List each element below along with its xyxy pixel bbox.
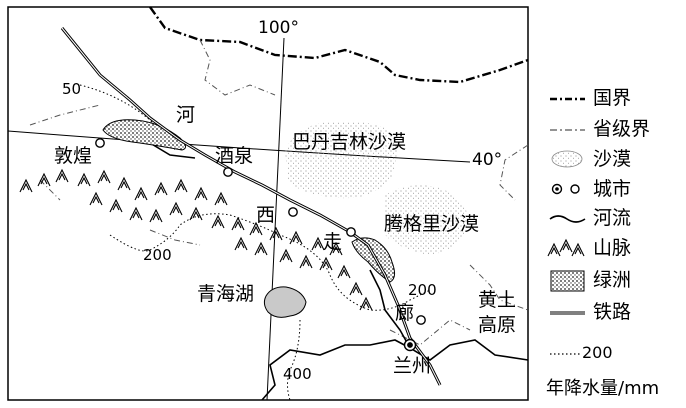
city-dunhuang (95, 138, 105, 148)
oasis-dunhuang (102, 119, 186, 151)
legend-label-railway: 铁路 (593, 301, 632, 323)
isohyet-400-label: 400 (283, 365, 312, 383)
city-zhangye (288, 207, 298, 217)
cities (95, 138, 426, 352)
national-border (149, 6, 529, 84)
badain-jaran-label: 巴丹吉林沙漠 (292, 131, 407, 153)
tengger-label: 腾格里沙漠 (384, 213, 480, 235)
legend-label-national-border: 国界 (593, 87, 632, 109)
legend-label-desert: 沙漠 (593, 148, 632, 170)
loess-plateau-label-1: 黄土 (478, 289, 517, 311)
legend-label-provincial-border: 省级界 (593, 118, 651, 140)
corridor-char-xi: 西 (256, 204, 276, 226)
loess-plateau-label-2: 高原 (478, 314, 517, 336)
isohyet-200-east-label: 200 (408, 281, 437, 299)
isohyet-200-west-label: 200 (143, 246, 172, 264)
parallel-40 (7, 130, 471, 163)
legend-label-river: 河流 (593, 207, 632, 229)
jiuquan-label: 酒泉 (215, 145, 254, 167)
longitude-100-label: 100° (258, 18, 299, 38)
corridor-char-he: 河 (176, 104, 196, 126)
corridor-char-lang: 廊 (395, 302, 415, 324)
legend-label-city: 城市 (593, 178, 632, 200)
legend-label-isohyet: 200 (582, 343, 613, 362)
legend-symbols (547, 97, 586, 355)
dunhuang-label: 敦煌 (54, 145, 93, 167)
legend-label-oasis: 绿洲 (593, 269, 632, 291)
legend-caption: 年降水量/mm (546, 378, 660, 399)
legend-label-mountain: 山脉 (593, 237, 632, 259)
city-wuwei (346, 227, 356, 237)
tengger-desert (385, 185, 469, 255)
qinghai-lake (263, 286, 307, 318)
provincial-borders (29, 39, 529, 346)
map-frame (7, 6, 529, 401)
meridian-100 (266, 37, 285, 401)
badain-jaran-desert (285, 121, 397, 199)
city-corridor-east (416, 315, 426, 325)
latitude-40-label: 40° (472, 150, 503, 170)
qinghai-lake-label: 青海湖 (197, 283, 255, 305)
corridor-char-zou: 走 (323, 231, 343, 253)
city-jiuquan (223, 167, 233, 177)
isohyet-50-label: 50 (62, 80, 82, 98)
lanzhou-label: 兰州 (393, 355, 432, 377)
